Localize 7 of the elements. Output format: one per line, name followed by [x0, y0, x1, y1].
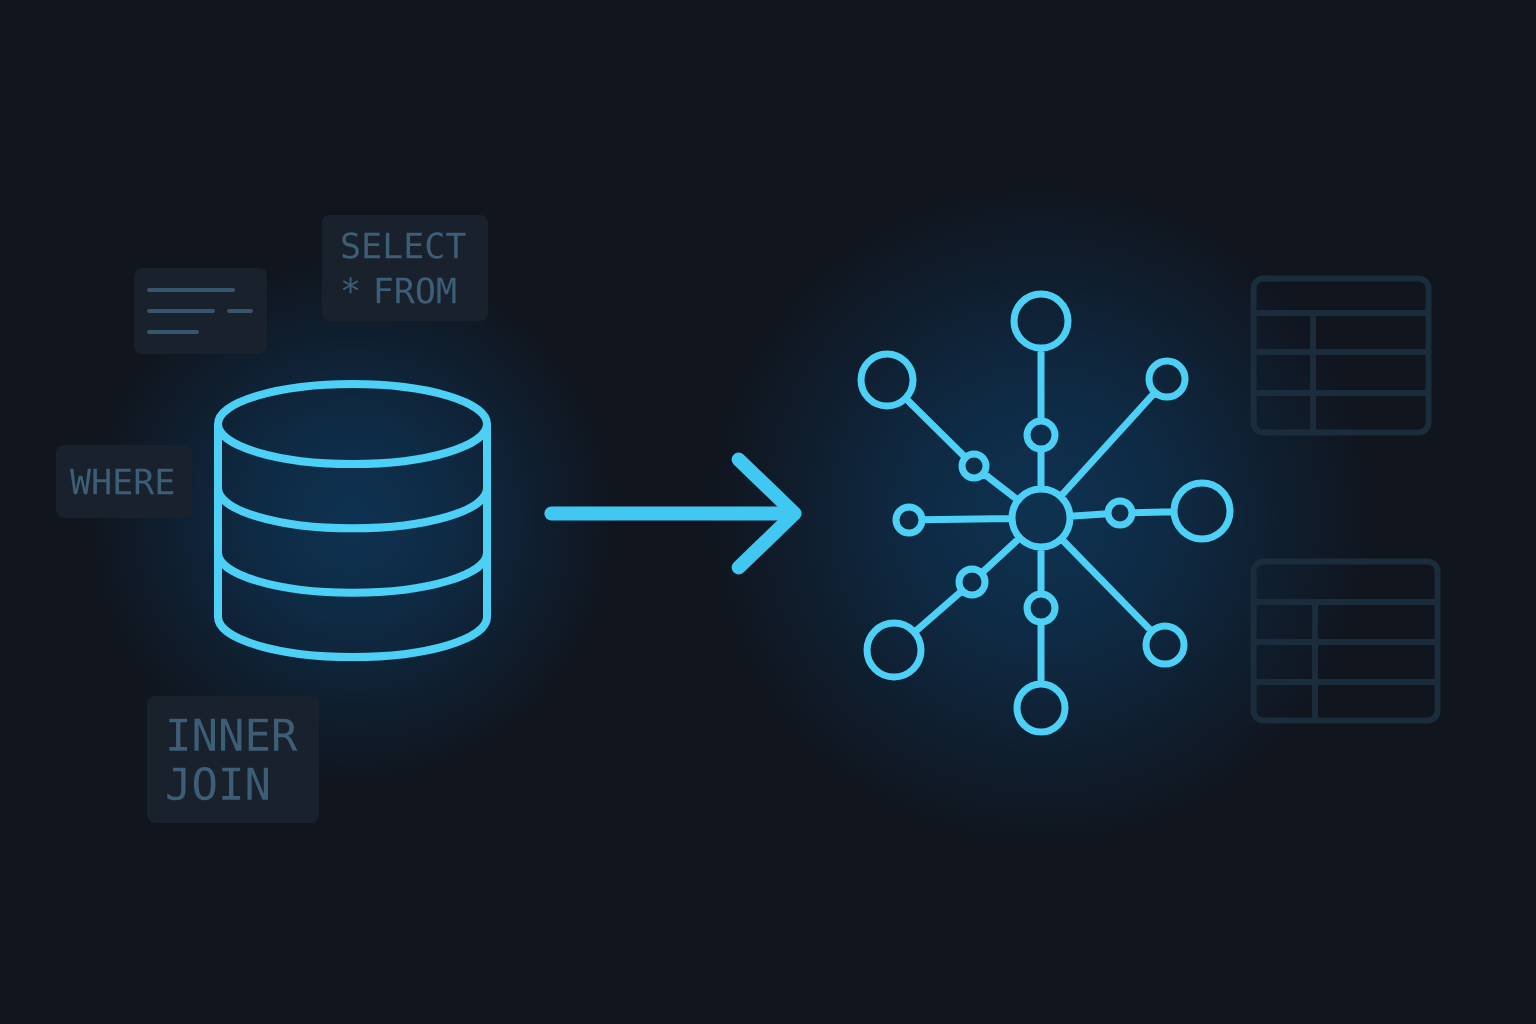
database-cylinder: [214, 380, 491, 661]
card: [134, 268, 267, 354]
keyword-card: WHERE: [56, 445, 192, 518]
keyword-card: SELECT * FROM: [322, 215, 488, 321]
arrow: [544, 452, 802, 575]
keyword-card: INNER JOIN: [147, 696, 319, 823]
network-graph: [857, 290, 1234, 736]
